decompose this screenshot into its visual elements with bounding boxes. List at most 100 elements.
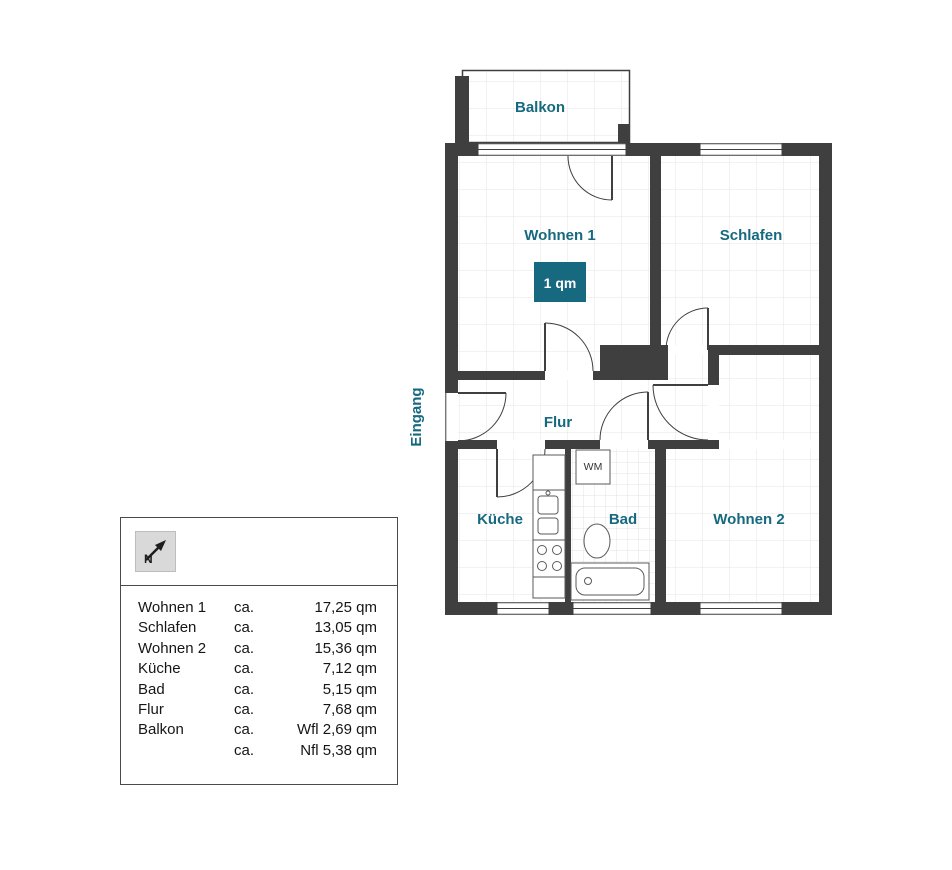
fixtures: [532, 449, 650, 601]
area-badge: 1 qm: [534, 262, 586, 302]
room-label-schlafen: Schlafen: [720, 227, 783, 244]
legend-value: 17,25 qm: [314, 599, 377, 616]
room-label-bad: Bad: [609, 511, 637, 528]
stove-burners: [537, 545, 562, 571]
wall-ext-top-a: [445, 143, 478, 156]
kitchen-counter: [532, 454, 566, 599]
kueche-window: [496, 602, 550, 615]
doors: [457, 155, 709, 498]
legend-ca: ca.: [234, 680, 255, 698]
wohnen2-window: [699, 602, 783, 615]
wall-ext-bottom-c: [651, 602, 700, 615]
wall-ext-bottom-d: [782, 602, 832, 615]
schlafen-door: [665, 307, 709, 351]
wohnen2-door: [652, 384, 709, 441]
wall-duct-block: [600, 345, 668, 380]
wall-bad-right: [655, 449, 666, 602]
schlafen-window: [699, 143, 783, 156]
walls: [445, 76, 832, 615]
legend-room-name: Balkon: [138, 721, 184, 739]
wall-schlafen-bottom: [708, 345, 819, 355]
legend-room-name: Wohnen 1: [138, 599, 207, 616]
room-label-wohnen1: Wohnen 1: [524, 227, 595, 244]
area-badge-label: 1 qm: [544, 275, 577, 291]
legend-room-name: Bad: [138, 680, 165, 698]
legend-room-name: Schlafen: [138, 619, 197, 637]
bathtub: [570, 562, 650, 601]
wall-ext-top-b: [626, 143, 700, 156]
legend-room-name: Wohnen 2: [138, 639, 207, 657]
legend-row: Bad ca. 5,15 qm: [138, 680, 377, 700]
flur-floor: [458, 380, 708, 440]
wall-flur-south-c: [648, 440, 719, 449]
washbasin: [583, 523, 611, 559]
legend-row: ca. Nfl 5,38 qm: [138, 741, 377, 761]
legend-value: 7,12 qm: [322, 660, 377, 678]
legend-header: N: [121, 518, 397, 586]
wall-wohnen1-bottom-a: [458, 371, 545, 380]
wall-flur-south-b: [545, 440, 600, 449]
wall-wohnen1-bottom-b: [593, 371, 600, 380]
legend-ca: ca.: [234, 721, 255, 739]
wall-balcony-stub-left: [455, 76, 469, 143]
sink-faucet: [545, 490, 551, 496]
bad-door: [599, 391, 649, 441]
wall-ext-bottom-b: [549, 602, 573, 615]
wall-ext-right: [819, 143, 832, 615]
sink-basin-1: [537, 495, 559, 515]
wohnen2-floor-upper: [719, 355, 819, 440]
room-label-kueche: Küche: [477, 511, 523, 528]
washing-machine-label: WM: [584, 461, 603, 473]
legend-ca: ca.: [234, 639, 255, 657]
wall-ext-left-lower: [445, 441, 458, 615]
legend-row: Wohnen 1 ca. 17,25 qm: [138, 598, 377, 618]
room-labels: Balkon Wohnen 1 Schlafen Flur Küche Bad …: [408, 99, 785, 528]
legend-room-name: Flur: [138, 701, 164, 719]
balcony-floor: [463, 71, 629, 142]
balcony-window: [477, 143, 627, 156]
washing-machine: [575, 449, 611, 485]
legend-ca: ca.: [234, 660, 255, 678]
legend-room-name: [138, 741, 234, 761]
north-arrow-icon: N: [135, 531, 176, 572]
legend-room-name: Küche: [138, 660, 181, 678]
legend-ca: ca.: [234, 701, 255, 719]
legend-value: 15,36 qm: [314, 639, 377, 657]
wall-ext-bottom-a: [445, 602, 497, 615]
room-label-wohnen2: Wohnen 2: [713, 511, 784, 528]
wall-kueche-bad: [565, 449, 571, 602]
room-label-flur: Flur: [544, 414, 572, 431]
legend-value: 7,68 qm: [322, 701, 377, 719]
legend-ca: ca.: [234, 741, 255, 759]
wall-wohnen1-schlafen: [650, 156, 661, 345]
legend-ca: ca.: [234, 599, 255, 616]
bathtub-drain: [584, 577, 592, 585]
legend-row: Wohnen 2 ca. 15,36 qm: [138, 639, 377, 659]
flur-floor-extension: [668, 355, 708, 380]
bad-window: [572, 602, 652, 615]
north-letter: N: [144, 552, 153, 566]
entrance-door: [457, 392, 507, 442]
legend-row: Küche ca. 7,12 qm: [138, 659, 377, 679]
balcony-door: [567, 155, 613, 201]
legend-row: Flur ca. 7,68 qm: [138, 700, 377, 720]
legend-row: Balkon ca. Wfl 2,69 qm: [138, 720, 377, 740]
legend-value: Nfl 5,38 qm: [300, 741, 377, 759]
wall-ext-left-upper: [445, 143, 458, 393]
wall-flur-south-a: [458, 440, 497, 449]
sink-basin-2: [537, 517, 559, 535]
wohnen2-floor-lower: [666, 449, 819, 602]
room-label-eingang: Eingang: [408, 387, 425, 446]
windows: [445, 143, 783, 615]
room-label-balkon: Balkon: [515, 99, 565, 116]
legend-value: 5,15 qm: [322, 680, 377, 698]
legend-value: Wfl 2,69 qm: [296, 721, 377, 739]
wall-balcony-stub-right: [618, 124, 630, 143]
wohnen1-door: [544, 322, 594, 372]
schlafen-floor: [661, 156, 819, 345]
